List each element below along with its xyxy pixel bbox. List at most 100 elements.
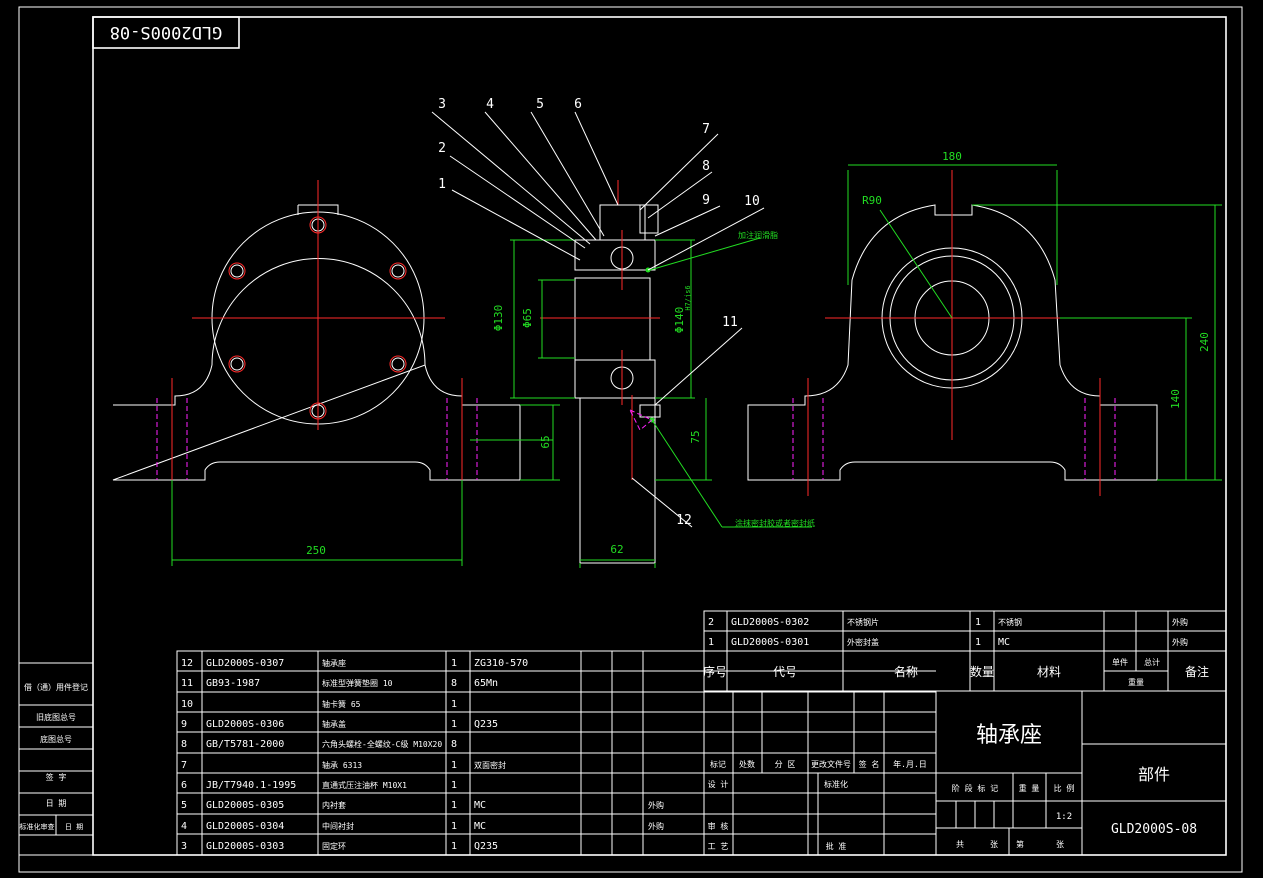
mirror-title-box [92,16,240,49]
balloon-9: 9 [702,193,710,208]
balloon-12: 12 [676,513,692,528]
bom-cell: 1 [451,821,457,832]
bom-cell: 不锈钢 [998,617,1022,627]
bom-cell: 固定环 [322,841,346,851]
tb-process: 工 艺 [708,842,729,851]
bom-cell: 轴卡簧 65 [322,699,361,709]
bom-header-remark: 备注 [1185,664,1209,679]
bom-cell: 8 [181,739,187,750]
bom-header-material: 材料 [1037,665,1061,679]
bom-header-weight: 重量 [1128,677,1144,687]
bom-cell: 9 [181,719,187,730]
tb-scale-value: 1:2 [1056,812,1072,822]
bom-header-code: 代号 [773,665,797,679]
bom-cell: GLD2000S-0306 [206,719,284,730]
bom-cell: 轴承盖 [322,719,346,729]
bom-top-row-2: 2 GLD2000S-0302 不锈钢片 1 不锈钢 外购 [708,617,1188,628]
bom-cell: 外密封盖 [847,637,879,647]
tb-mark: 标记 [710,759,726,769]
tb-sheet: 第 [1016,839,1024,849]
bom-header-total: 总计 [1144,657,1160,667]
side-label-2: 旧底图总号 [36,712,76,722]
side-label-5: 日 期 [46,799,67,808]
note-grease: 加注润滑脂 [738,230,778,240]
bom-cell: 标准型弹簧垫圈 10 [322,678,393,688]
bom-cell: 1 [451,841,457,852]
bom-cell: 内衬套 [322,800,346,810]
balloon-5: 5 [536,97,544,112]
bom-cell: GLD2000S-0305 [206,800,284,811]
balloon-11: 11 [722,315,738,330]
dim-75: 75 [689,430,702,443]
bom-cell: 3 [181,841,187,852]
part-name: 轴承座 [976,723,1042,748]
bom-cell: 1 [451,719,457,730]
bom-header: 序号 代号 名称 数量 材料 单件 总计 重量 备注 [703,657,1209,687]
tb-standard: 标准化 [824,779,848,789]
bom-cell: 直通式压注油杯 M10X1 [322,780,407,790]
bom-cell: 1 [708,637,714,648]
balloon-4: 4 [486,97,494,112]
bom-cell: 11 [181,678,193,689]
outer-frame [18,6,1243,873]
bom-cell: 外购 [648,800,664,810]
side-label-6: 标准化审查 [20,822,55,831]
bom-cell: GLD2000S-0304 [206,821,284,832]
section-view: Φ130 Φ65 Φ140 H7/js6 75 62 加注润滑脂 涂抹密封 [431,97,815,568]
dim-d140: Φ140 [673,307,686,334]
bom-cell: MC [998,637,1010,648]
balloon-3: 3 [438,97,446,112]
tb-count: 处数 [739,759,755,769]
bom-cell: 4 [181,821,187,832]
bom-cell: 5 [181,800,187,811]
dim-r90: R90 [862,194,882,207]
side-label-7: 日 期 [65,823,83,831]
bom-header-unit: 单件 [1112,657,1128,667]
bom-cell: 轴承座 [322,658,346,668]
bom-cell: GLD2000S-0302 [731,617,809,628]
housing-section [579,397,656,564]
bom-cell: 双面密封 [474,760,506,770]
bom-cell: 六角头螺栓-全螺纹-C级 M10X20 [322,739,442,749]
bom-cell: Q235 [474,719,498,730]
part-category: 部件 [1138,765,1170,784]
bom-cell: 1 [451,780,457,791]
bom-cell: ZG310-570 [474,658,528,669]
bom-cell: 10 [181,699,193,710]
bom-cell: 65Mn [474,678,498,689]
tb-zone: 分 区 [775,760,796,769]
bom-cell: 外购 [648,821,664,831]
bom-cell: GLD2000S-0301 [731,637,809,648]
drawing-number: GLD2000S-08 [1111,822,1197,837]
bom-header-qty: 数量 [970,664,994,679]
bom-cell: MC [474,821,486,832]
tb-change-doc: 更改文件号 [811,759,851,769]
tb-stage: 阶 段 标 记 [952,783,998,793]
balloon-10: 10 [744,194,760,209]
bom-left-rows: 12 GLD2000S-0307 轴承座 1 ZG310-570 11 GB93… [181,658,664,852]
bom-cell: GLD2000S-0303 [206,841,284,852]
balloon-2: 2 [438,141,446,156]
dim-240: 240 [1198,332,1211,352]
side-label-1: 借（通）用件登记 [24,682,88,692]
bom-cell: Q235 [474,841,498,852]
bom-cell: 2 [708,617,714,628]
bom-cell: 8 [451,739,457,750]
bom-cell: 1 [451,800,457,811]
bom-cell: 轴承 6313 [322,760,362,770]
dim-d65: Φ65 [521,308,534,328]
bom-cell: GLD2000S-0307 [206,658,284,669]
bom-top-row-1: 1 GLD2000S-0301 外密封盖 1 MC 外购 [708,637,1188,648]
dim-250: 250 [306,544,326,557]
side-strip: 借（通）用件登记 旧底图总号 底图总号 签 字 日 期 标准化审查 日 期 [18,662,94,856]
side-label-4: 签 字 [46,772,67,782]
bom-cell: GB93-1987 [206,678,260,689]
balloon-6: 6 [574,97,582,112]
title-block-text: 标记 处数 分 区 更改文件号 签 名 年.月.日 设 计 标准化 审 核 工 … [708,723,1197,851]
tb-total-unit: 张 [990,840,998,849]
bom-cell: 1 [451,760,457,771]
balloon-8: 8 [702,159,710,174]
note-sealant: 涂抹密封胶或者密封纸 [735,518,815,528]
bom-cell: 外购 [1172,637,1188,647]
